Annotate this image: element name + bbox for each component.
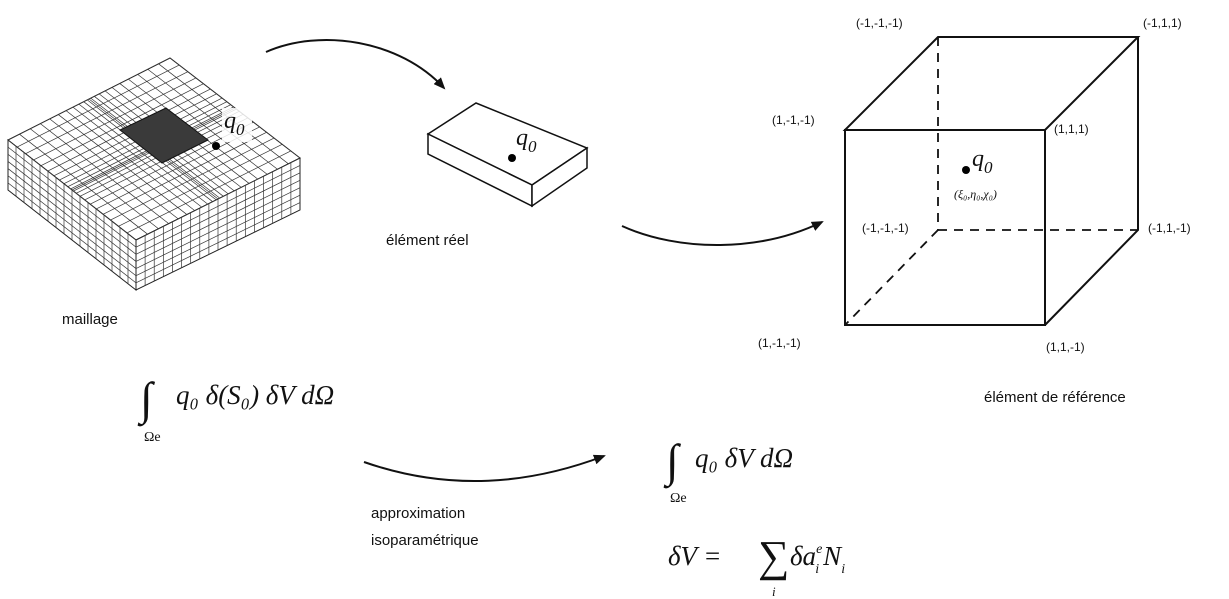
integral-2-body: q₀ δV dΩ <box>695 443 793 473</box>
arrow-approximation <box>363 454 606 483</box>
mesh-block: q0 maillage <box>7 57 301 328</box>
mesh-point-q0 <box>212 142 220 150</box>
mesh-refined-zone <box>119 107 209 164</box>
arrow-element-to-reference <box>621 221 824 247</box>
vertex-label-back-bottom-left: (-1,-1,-1) <box>862 221 909 235</box>
cube-point-coords: (ξ₀,η₀,χ₀) <box>954 187 997 201</box>
real-element-right <box>531 146 588 208</box>
reference-cube: q0 (ξ₀,η₀,χ₀) (-1,-1,-1) (-1,1,1) (1,-1,… <box>758 16 1191 406</box>
real-element-point-label: q0 <box>516 125 537 156</box>
cube-right-face-edge <box>1044 37 1139 326</box>
cube-point-label: q0 <box>972 146 993 177</box>
approximation-label-line1: approximation <box>371 505 465 522</box>
mesh-grid-lines <box>7 57 301 286</box>
formula-integral-2: ∫ q₀ δV dΩ Ωe <box>663 435 793 506</box>
vertex-label-front-top-right: (1,1,1) <box>1054 122 1089 136</box>
mesh-caption: maillage <box>62 311 118 328</box>
vertex-label-front-top-left: (1,-1,-1) <box>772 113 815 127</box>
cube-front-face <box>844 129 1046 326</box>
interp-lhs: δV = <box>668 541 722 571</box>
integral-2-domain: Ωe <box>670 491 687 506</box>
cube-hidden-edge-depth <box>844 229 939 326</box>
integral-sign-1: ∫ <box>137 373 155 427</box>
formula-integral-1: ∫ q₀ δ(S₀) δV dΩ Ωe <box>137 373 334 445</box>
integral-1-body: q₀ δ(S₀) δV dΩ <box>176 380 334 410</box>
real-element-point-q0 <box>508 154 516 162</box>
real-element-caption: élément réel <box>386 232 469 249</box>
interp-sum-index: i <box>772 584 776 599</box>
cube-top-face <box>842 36 1141 131</box>
integral-sign-2: ∫ <box>663 435 681 489</box>
integral-1-domain: Ωe <box>144 430 161 445</box>
vertex-label-front-bottom-left: (1,-1,-1) <box>758 336 801 350</box>
mesh-point-label: q0 <box>224 108 245 139</box>
vertex-label-back-top-right: (-1,1,1) <box>1143 16 1182 30</box>
reference-caption: élément de référence <box>984 389 1126 406</box>
arrow-mesh-to-element <box>265 39 446 90</box>
vertex-label-front-bottom-right: (1,1,-1) <box>1046 340 1085 354</box>
interp-sum-sign: ∑ <box>758 532 789 581</box>
vertex-label-back-top-left: (-1,-1,-1) <box>856 16 903 30</box>
vertex-label-back-bottom-right: (-1,1,-1) <box>1148 221 1191 235</box>
cube-point-q0 <box>962 166 970 174</box>
approximation-label-line2: isoparamétrique <box>371 532 479 549</box>
real-element: q0 élément réel <box>386 102 589 249</box>
